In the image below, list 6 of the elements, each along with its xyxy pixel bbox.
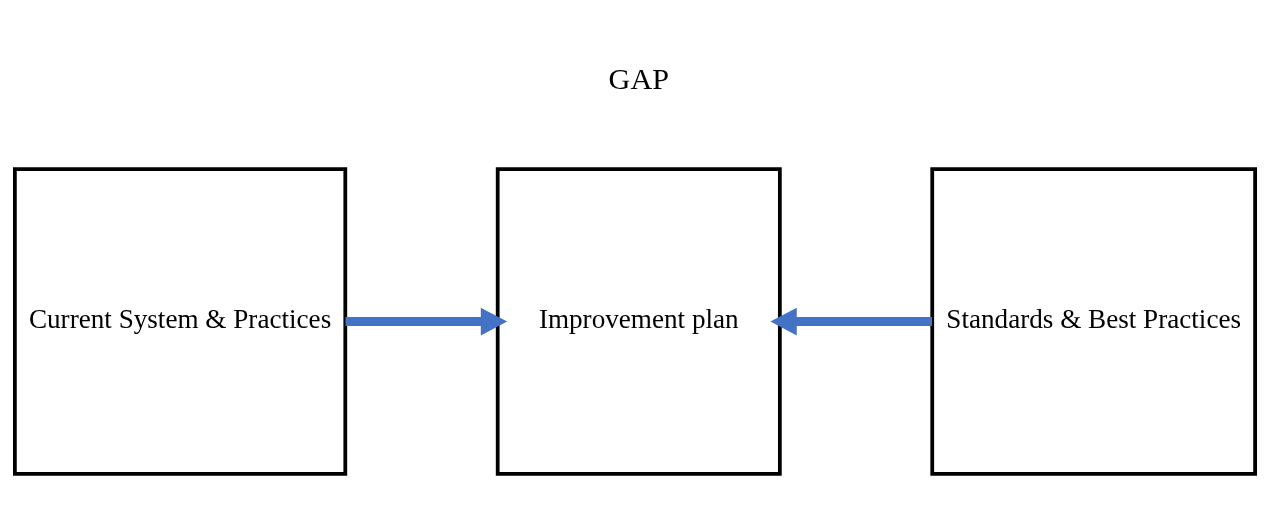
arrow [770, 307, 932, 335]
node-box: Improvement plan [495, 166, 782, 476]
node-box: Current System & Practices [13, 166, 348, 476]
arrow [345, 307, 508, 335]
label: GAP [608, 61, 669, 96]
node-box: Standards & Best Practices [930, 166, 1257, 476]
